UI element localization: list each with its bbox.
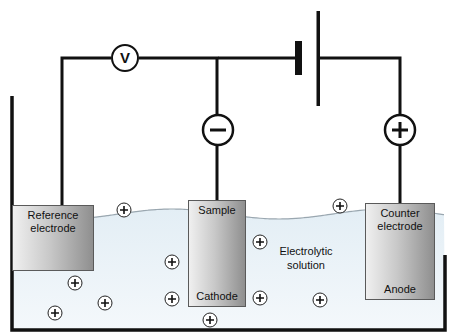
cation-symbol — [313, 293, 327, 307]
cation-symbol — [48, 306, 62, 320]
node-heading: V — [120, 49, 130, 67]
positive-terminal-symbol — [385, 115, 415, 145]
battery-long-plate — [317, 11, 321, 106]
beaker-wall — [12, 96, 445, 330]
voltmeter-circle: V — [111, 44, 139, 72]
cation-symbol — [253, 235, 267, 249]
node-subtitle: Cathode — [196, 290, 238, 303]
battery-short-plate — [295, 41, 302, 75]
cation-symbol — [165, 292, 179, 306]
counter-electrode: Counter electrodeAnode — [365, 203, 435, 300]
node-heading: Reference electrode — [15, 209, 91, 235]
cation-symbol — [253, 291, 267, 305]
reference-electrode: Reference electrode — [12, 205, 94, 271]
region-label: Electrolytic solution — [266, 244, 346, 273]
cation-symbol — [68, 276, 82, 290]
cation-symbol — [117, 203, 131, 217]
node-heading: Counter electrode — [368, 207, 432, 233]
wire — [218, 57, 297, 60]
cation-symbol — [165, 255, 179, 269]
cation-symbol — [333, 199, 347, 213]
sample-electrode: SampleCathode — [188, 200, 246, 307]
wire — [62, 58, 111, 205]
negative-terminal-symbol — [203, 115, 233, 145]
cation-symbol — [98, 296, 112, 310]
cation-symbol — [203, 313, 217, 327]
node-subtitle: Anode — [384, 283, 416, 296]
node-heading: Sample — [198, 204, 235, 217]
